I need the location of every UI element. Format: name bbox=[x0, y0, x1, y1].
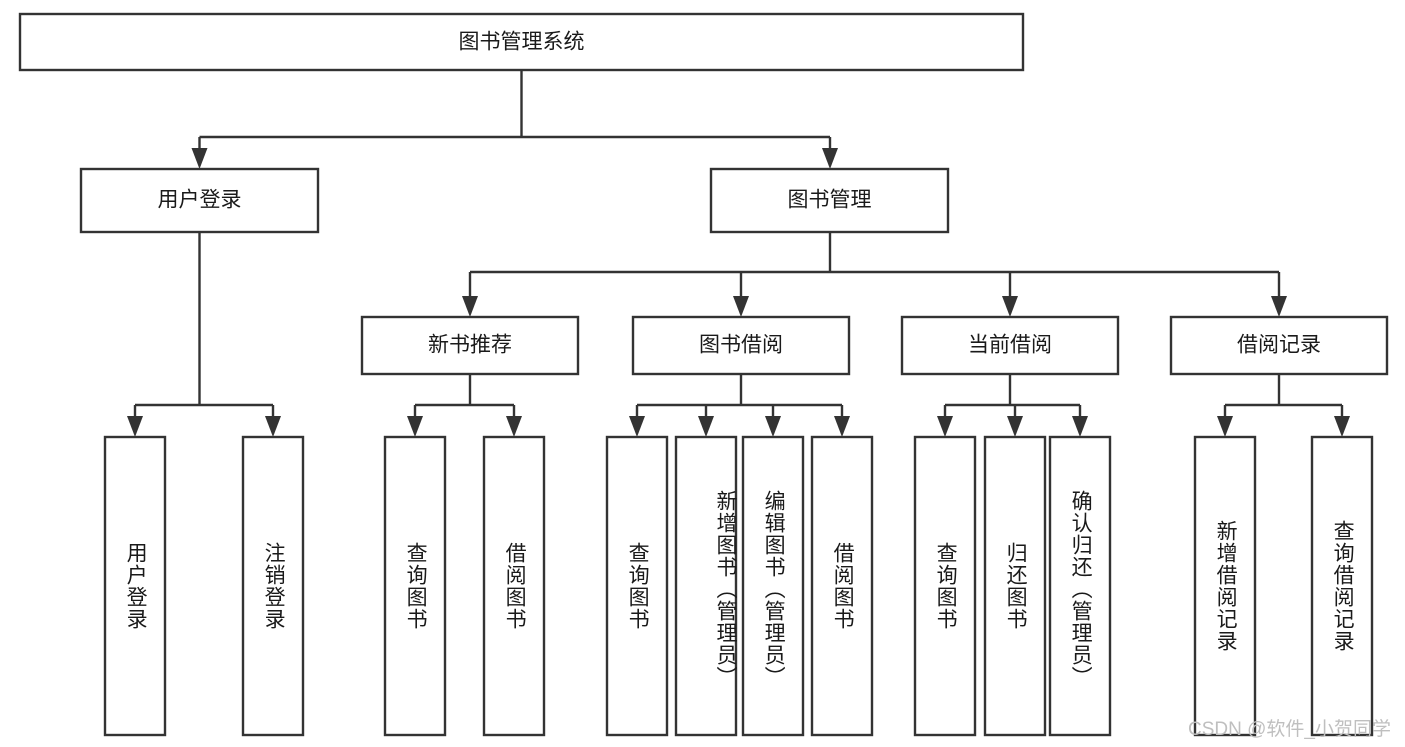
connectors-borrowrecord-to-leaves bbox=[1217, 374, 1350, 437]
node-root-label: 图书管理系统 bbox=[459, 31, 585, 54]
connectors-root-to-level2 bbox=[191, 70, 838, 169]
arrow-head-bb-leaf-4 bbox=[834, 416, 850, 437]
node-level2-book-manage-box[interactable] bbox=[709, 167, 950, 234]
arrow-head-new-book bbox=[462, 296, 478, 317]
node-leaf-bb-4-box[interactable] bbox=[810, 435, 874, 737]
node-level3-borrow-record-label: 借阅记录 bbox=[1237, 334, 1321, 357]
connectors-newbook-to-leaves bbox=[407, 374, 522, 437]
arrow-head-cb-leaf-3 bbox=[1072, 416, 1088, 437]
arrow-head-cb-leaf-1 bbox=[937, 416, 953, 437]
arrow-head-nb-leaf-1 bbox=[407, 416, 423, 437]
node-level3-new-book-label: 新书推荐 bbox=[428, 334, 512, 357]
node-leaf-nb-2-box[interactable] bbox=[482, 435, 546, 737]
node-leaf-cb-3-box[interactable] bbox=[1048, 435, 1112, 737]
node-level2-user-login-label: 用户登录 bbox=[158, 189, 242, 212]
node-leaf-ul-2-box[interactable] bbox=[241, 435, 305, 737]
arrow-head-current-borrow bbox=[1002, 296, 1018, 317]
arrow-head-borrow-record bbox=[1271, 296, 1287, 317]
arrow-head-book-manage bbox=[822, 148, 838, 169]
node-level3-current-borrow-box[interactable] bbox=[900, 315, 1120, 376]
node-leaf-cb-1-box[interactable] bbox=[913, 435, 977, 737]
node-level3-current-borrow-label: 当前借阅 bbox=[968, 334, 1052, 357]
node-level2-user-login-box[interactable] bbox=[79, 167, 320, 234]
node-level3-borrow-record-box[interactable] bbox=[1169, 315, 1389, 376]
node-root-box[interactable] bbox=[18, 12, 1025, 72]
arrow-head-br-leaf-2 bbox=[1334, 416, 1350, 437]
node-leaf-bb-1-box[interactable] bbox=[605, 435, 669, 737]
node-level2-book-manage-label: 图书管理 bbox=[788, 189, 872, 212]
node-leaf-nb-1-box[interactable] bbox=[383, 435, 447, 737]
node-leaf-br-2-box[interactable] bbox=[1310, 435, 1374, 737]
connectors-userlogin-to-leaves bbox=[127, 232, 281, 437]
connectors-bookborrow-to-leaves bbox=[629, 374, 850, 437]
node-leaf-bb-2-box[interactable] bbox=[674, 435, 738, 737]
arrow-head-leaf-logout bbox=[265, 416, 281, 437]
arrow-head-bb-leaf-1 bbox=[629, 416, 645, 437]
arrow-head-leaf-user-login bbox=[127, 416, 143, 437]
node-leaf-ul-1-box[interactable] bbox=[103, 435, 167, 737]
arrow-head-book-borrow bbox=[733, 296, 749, 317]
arrow-head-nb-leaf-2 bbox=[506, 416, 522, 437]
node-level3-book-borrow-label: 图书借阅 bbox=[699, 334, 783, 357]
arrow-head-br-leaf-1 bbox=[1217, 416, 1233, 437]
arrow-head-bb-leaf-3 bbox=[765, 416, 781, 437]
node-level3-book-borrow-box[interactable] bbox=[631, 315, 851, 376]
node-level3-new-book-box[interactable] bbox=[360, 315, 580, 376]
node-leaf-br-1-box[interactable] bbox=[1193, 435, 1257, 737]
node-leaf-bb-3-box[interactable] bbox=[741, 435, 805, 737]
node-leaf-cb-2-box[interactable] bbox=[983, 435, 1047, 737]
arrow-head-user-login bbox=[191, 148, 208, 169]
connectors-currentborrow-to-leaves bbox=[937, 374, 1088, 437]
arrow-head-cb-leaf-2 bbox=[1007, 416, 1023, 437]
arrow-head-bb-leaf-2 bbox=[698, 416, 714, 437]
connectors-bookmanage-to-level3 bbox=[462, 232, 1287, 317]
